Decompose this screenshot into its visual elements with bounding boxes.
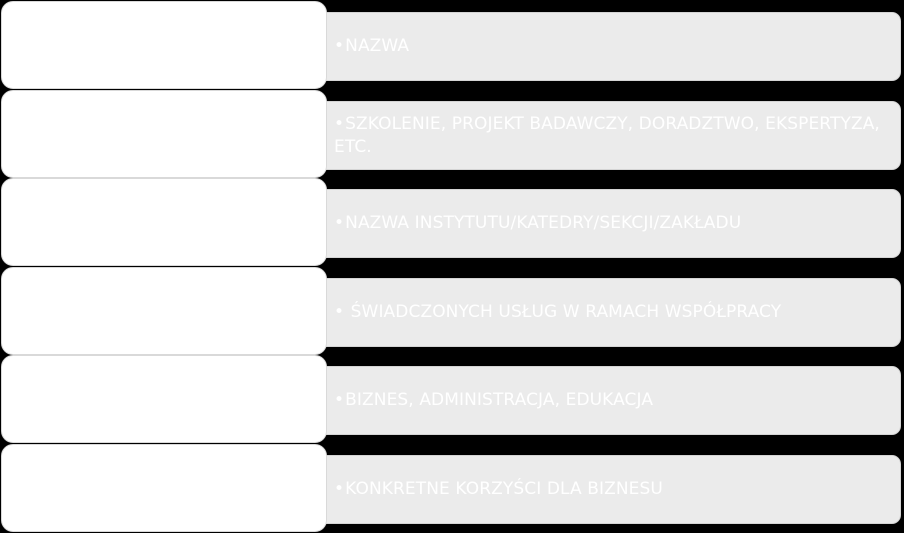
detail-box-2: •SZKOLENIE, PROJEKT BADAWCZY, DORADZTWO,…: [300, 101, 901, 170]
detail-text-1-content: NAZWA: [345, 36, 410, 56]
detail-box-5: •BIZNES, ADMINISTRACJA, EDUKACJA: [300, 366, 901, 435]
detail-box-3: •NAZWA INSTYTUTU/KATEDRY/SEKCJI/ZAKŁADU: [300, 189, 901, 258]
label-box-1: [1, 1, 327, 89]
bullet-icon: •: [334, 213, 345, 233]
detail-text-2-content: SZKOLENIE, PROJEKT BADAWCZY, DORADZTWO, …: [334, 113, 880, 157]
label-box-5: [1, 355, 327, 443]
detail-text-6: •KONKRETNE KORZYŚCI DLA BIZNESU: [334, 478, 663, 501]
diagram-row-3: •NAZWA INSTYTUTU/KATEDRY/SEKCJI/ZAKŁADU: [0, 178, 904, 266]
detail-text-5: •BIZNES, ADMINISTRACJA, EDUKACJA: [334, 389, 653, 412]
detail-text-1: •NAZWA: [334, 35, 409, 58]
detail-text-3: •NAZWA INSTYTUTU/KATEDRY/SEKCJI/ZAKŁADU: [334, 212, 741, 235]
detail-box-6: •KONKRETNE KORZYŚCI DLA BIZNESU: [300, 455, 901, 524]
label-box-3: [1, 178, 327, 266]
detail-text-4: • ŚWIADCZONYCH USŁUG W RAMACH WSPÓŁPRACY: [334, 301, 781, 324]
bullet-icon: •: [334, 390, 345, 410]
detail-text-3-content: NAZWA INSTYTUTU/KATEDRY/SEKCJI/ZAKŁADU: [345, 213, 742, 233]
diagram-row-5: •BIZNES, ADMINISTRACJA, EDUKACJA: [0, 355, 904, 443]
detail-text-6-content: KONKRETNE KORZYŚCI DLA BIZNESU: [345, 479, 663, 499]
bullet-icon: •: [334, 302, 345, 322]
diagram-row-6: •KONKRETNE KORZYŚCI DLA BIZNESU: [0, 444, 904, 532]
detail-text-5-content: BIZNES, ADMINISTRACJA, EDUKACJA: [345, 390, 654, 410]
bullet-icon: •: [334, 479, 345, 499]
detail-text-4-content: ŚWIADCZONYCH USŁUG W RAMACH WSPÓŁPRACY: [345, 302, 782, 322]
detail-box-1: •NAZWA: [300, 12, 901, 81]
bullet-icon: •: [334, 113, 345, 134]
diagram-row-4: • ŚWIADCZONYCH USŁUG W RAMACH WSPÓŁPRACY: [0, 267, 904, 355]
diagram-row-1: •NAZWA: [0, 1, 904, 89]
detail-text-2: •SZKOLENIE, PROJEKT BADAWCZY, DORADZTWO,…: [334, 113, 886, 159]
detail-box-4: • ŚWIADCZONYCH USŁUG W RAMACH WSPÓŁPRACY: [300, 278, 901, 347]
diagram-row-2: •SZKOLENIE, PROJEKT BADAWCZY, DORADZTWO,…: [0, 90, 904, 178]
bullet-icon: •: [334, 36, 345, 56]
label-box-4: [1, 267, 327, 355]
label-box-2: [1, 90, 327, 178]
label-box-6: [1, 444, 327, 532]
